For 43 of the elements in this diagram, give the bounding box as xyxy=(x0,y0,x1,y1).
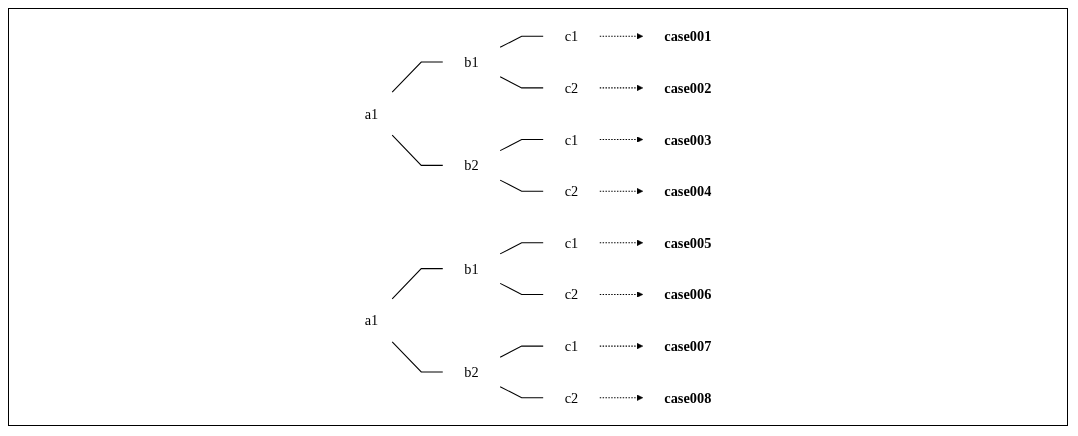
node-text: case002 xyxy=(664,80,712,96)
connector xyxy=(391,268,444,300)
node-text: c2 xyxy=(564,80,579,96)
node-text: c2 xyxy=(564,286,579,303)
node-text: case005 xyxy=(664,234,712,251)
connector xyxy=(499,345,544,358)
connector xyxy=(391,61,444,93)
node-text: b2 xyxy=(464,157,479,174)
arrow xyxy=(599,291,644,298)
arrow xyxy=(599,394,644,401)
connector xyxy=(499,76,544,89)
connector xyxy=(499,35,544,48)
arrow xyxy=(599,188,644,195)
node-text: a1 xyxy=(364,312,379,329)
node-text: a1 xyxy=(364,105,379,122)
node-text: c1 xyxy=(564,28,579,45)
node-text: b1 xyxy=(464,260,479,277)
node-text: c1 xyxy=(564,234,579,251)
arrow xyxy=(599,136,644,143)
node-text: b1 xyxy=(464,54,479,70)
frame-border: a1 b1 c1 case001 c2 case002 b2 c1 case003 c2 case004 a1 b1 c1 case005 c2 case006 b2 c1 case007 c2 case008 xyxy=(8,8,1068,426)
connector xyxy=(391,341,444,373)
connector xyxy=(499,242,544,255)
connector xyxy=(499,282,544,295)
node-text: case003 xyxy=(664,131,712,148)
arrow xyxy=(599,84,644,92)
node-text: c1 xyxy=(564,338,579,354)
node-text: c2 xyxy=(564,183,579,200)
node-text: case006 xyxy=(664,286,712,303)
node-text: case004 xyxy=(664,183,712,200)
node-text: case001 xyxy=(664,28,712,45)
connector xyxy=(499,179,544,192)
node-text: case008 xyxy=(664,389,712,406)
connector xyxy=(499,139,544,152)
node-text: c1 xyxy=(564,131,579,148)
node-text: b2 xyxy=(464,364,479,380)
arrow xyxy=(599,33,644,40)
connector xyxy=(499,386,544,399)
node-text: c2 xyxy=(564,389,579,406)
arrow xyxy=(599,342,644,350)
node-text: case007 xyxy=(664,338,712,354)
arrow xyxy=(599,239,644,246)
connector xyxy=(391,134,444,166)
